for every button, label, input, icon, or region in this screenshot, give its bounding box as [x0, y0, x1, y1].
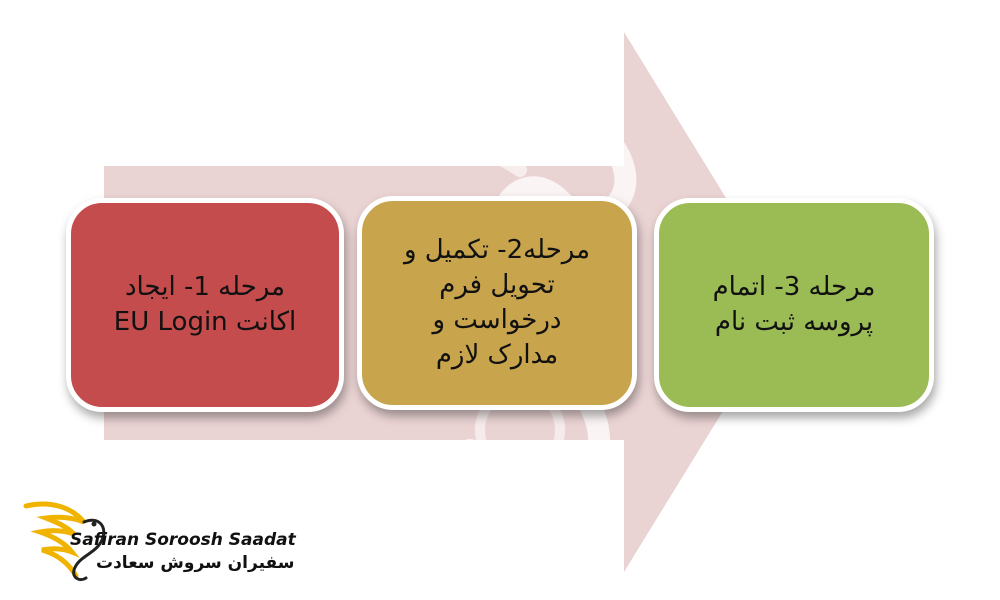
step-1-label: مرحله 1- ایجاد اکانت EU Login: [113, 271, 297, 337]
logo-name-en: Safiran Soroosh Saadat: [70, 530, 296, 550]
step-2-label: مرحله2- تکمیل و تحویل فرم درخواست و مدار…: [403, 234, 591, 371]
step-3-box: مرحله 3- اتمام پروسه ثبت نام: [654, 198, 934, 412]
step-3-label: مرحله 3- اتمام پروسه ثبت نام: [712, 271, 876, 337]
golden-phoenix-icon: [23, 501, 106, 582]
step-2-box: مرحله2- تکمیل و تحویل فرم درخواست و مدار…: [357, 196, 637, 410]
logo-name-fa: سفیران سروش سعادت: [96, 553, 295, 573]
step-1-box: مرحله 1- ایجاد اکانت EU Login: [66, 198, 344, 412]
